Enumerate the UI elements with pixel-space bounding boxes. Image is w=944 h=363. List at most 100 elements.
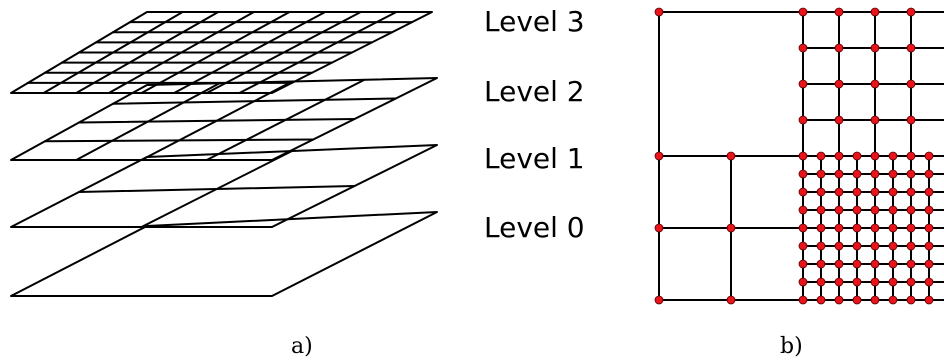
- quadtree-cell: [910, 11, 944, 49]
- grid-node: [816, 205, 826, 215]
- grid-node: [888, 223, 898, 233]
- grid-node: [888, 205, 898, 215]
- grid-node: [888, 277, 898, 287]
- quadtree-cell: [928, 281, 944, 301]
- quadtree-cell: [910, 47, 944, 85]
- grid-node: [852, 169, 862, 179]
- grid-node: [870, 259, 880, 269]
- grid-node: [798, 277, 808, 287]
- grid-node: [906, 7, 916, 17]
- grid-line: [205, 78, 366, 161]
- grid-node: [834, 79, 844, 89]
- grid-node: [906, 43, 916, 53]
- grid-node: [906, 259, 916, 269]
- grid-node: [816, 151, 826, 161]
- quadtree-cell: [838, 47, 876, 85]
- grid-node: [870, 295, 880, 305]
- grid-node: [834, 115, 844, 125]
- label-level-1: Level 1: [484, 142, 585, 175]
- grid-line: [78, 118, 356, 124]
- grid-outline: [10, 11, 433, 94]
- grid-node: [888, 151, 898, 161]
- panel-a-level-stack: [10, 11, 438, 297]
- quadtree-cell: [874, 119, 912, 157]
- grid-node: [834, 7, 844, 17]
- caption-b: b): [780, 334, 803, 359]
- panel-b-adaptive-grid: [654, 7, 944, 305]
- grid-node: [906, 205, 916, 215]
- grid-node: [816, 187, 826, 197]
- grid-node: [924, 277, 934, 287]
- grid-node: [924, 295, 934, 305]
- grid-node: [870, 277, 880, 287]
- grid-node: [906, 79, 916, 89]
- grid-line: [173, 11, 327, 94]
- grid-node: [798, 79, 808, 89]
- grid-node: [888, 169, 898, 179]
- grid-node: [798, 223, 808, 233]
- quadtree-cell: [874, 47, 912, 85]
- grid-level-1: [10, 144, 438, 228]
- quadtree-cell: [910, 119, 944, 157]
- grid-node: [852, 277, 862, 287]
- grid-node: [906, 241, 916, 251]
- grid-node: [852, 151, 862, 161]
- grid-node: [798, 43, 808, 53]
- grid-node: [906, 223, 916, 233]
- grid-node: [834, 223, 844, 233]
- grid-node: [798, 115, 808, 125]
- grid-node: [798, 169, 808, 179]
- grid-line: [205, 11, 362, 94]
- grid-node: [726, 223, 736, 233]
- grid-node: [834, 169, 844, 179]
- grid-node: [798, 205, 808, 215]
- grid-node: [852, 295, 862, 305]
- grid-node: [888, 295, 898, 305]
- quadtree-cell: [838, 11, 876, 49]
- quadtree-cell: [730, 227, 804, 301]
- grid-node: [906, 295, 916, 305]
- grid-node: [834, 43, 844, 53]
- label-level-2: Level 2: [484, 75, 585, 108]
- quadtree-nodes: [654, 7, 934, 305]
- grid-node: [924, 151, 934, 161]
- grid-node: [798, 7, 808, 17]
- grid-node: [654, 295, 664, 305]
- grid-node: [852, 187, 862, 197]
- quadtree-cell: [802, 11, 840, 49]
- grid-line: [238, 11, 398, 94]
- grid-node: [906, 169, 916, 179]
- quadtree-cell: [658, 155, 732, 229]
- grid-node: [834, 277, 844, 287]
- grid-node: [924, 205, 934, 215]
- grid-node: [654, 151, 664, 161]
- quadtree-lines: [658, 11, 944, 301]
- grid-outline: [10, 144, 438, 228]
- caption-a: a): [291, 334, 313, 359]
- grid-node: [888, 241, 898, 251]
- grid-node: [870, 7, 880, 17]
- quadtree-cell: [838, 83, 876, 121]
- grid-node: [870, 151, 880, 161]
- grid-node: [870, 43, 880, 53]
- grid-node: [924, 169, 934, 179]
- grid-node: [924, 187, 934, 197]
- grid-node: [816, 259, 826, 269]
- grid-node: [870, 205, 880, 215]
- grid-node: [906, 277, 916, 287]
- grid-node: [834, 295, 844, 305]
- quadtree-cell: [802, 83, 840, 121]
- grid-node: [834, 151, 844, 161]
- grid-node: [726, 151, 736, 161]
- grid-node: [816, 277, 826, 287]
- grid-level-0: [10, 211, 438, 297]
- grid-node: [888, 187, 898, 197]
- grid-node: [870, 187, 880, 197]
- grid-node: [870, 241, 880, 251]
- grid-node: [888, 259, 898, 269]
- grid-node: [654, 223, 664, 233]
- quadtree-cell: [910, 83, 944, 121]
- label-level-3: Level 3: [484, 5, 585, 38]
- grid-node: [798, 295, 808, 305]
